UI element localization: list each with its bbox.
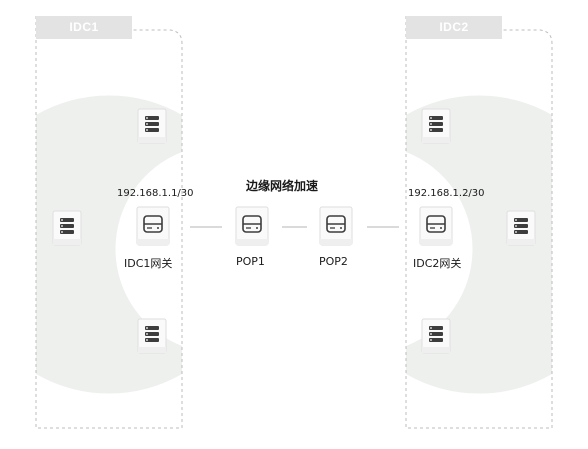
pop1-label: POP1: [236, 255, 265, 268]
idc2-tab: IDC2: [406, 16, 502, 39]
idc1-server-top-icon: [137, 108, 167, 144]
idc2-ip-label: 192.168.1.2/30: [408, 188, 485, 199]
idc2-server-bottom-icon: [421, 318, 451, 354]
idc1-zone: [35, 16, 183, 429]
idc2-gateway-label: IDC2网关: [413, 257, 462, 270]
idc2-gateway-icon: [419, 206, 453, 246]
pop2-label: POP2: [319, 255, 348, 268]
idc1-tab: IDC1: [36, 16, 132, 39]
idc2-zone-border: [405, 16, 553, 429]
idc1-gateway-icon: [136, 206, 170, 246]
idc2-ring: [406, 95, 552, 394]
idc1-server-left-icon: [52, 210, 82, 246]
idc1-ring: [36, 95, 182, 394]
idc1-zone-border: [35, 16, 183, 429]
idc2-title: IDC2: [439, 20, 469, 34]
idc2-zone: [405, 16, 553, 429]
idc1-ip-label: 192.168.1.1/30: [117, 188, 194, 199]
idc2-server-right-icon: [506, 210, 536, 246]
idc1-title: IDC1: [69, 20, 99, 34]
idc2-server-top-icon: [421, 108, 451, 144]
pop2-icon: [319, 206, 353, 246]
idc1-gateway-label: IDC1网关: [124, 257, 173, 270]
edge-acceleration-title: 边缘网络加速: [246, 179, 319, 193]
idc1-server-bottom-icon: [137, 318, 167, 354]
pop1-icon: [235, 206, 269, 246]
